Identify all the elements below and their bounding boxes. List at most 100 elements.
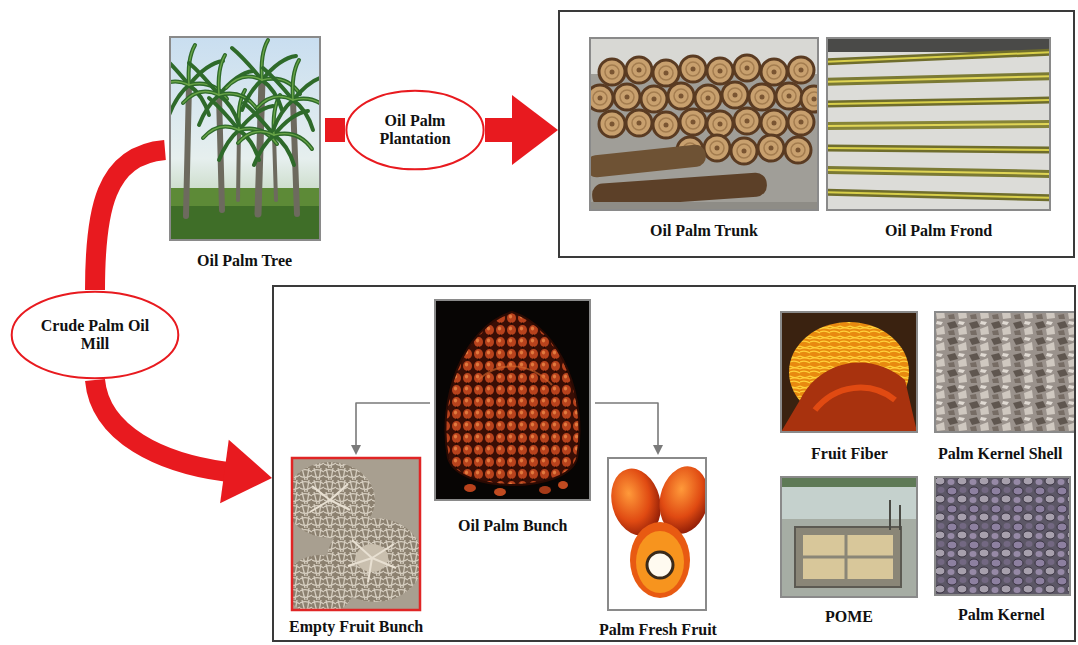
frond-photo (820, 38, 1055, 210)
trunk-photo (590, 38, 818, 210)
trunk-photo (707, 58, 733, 84)
palm-tree-photo (257, 60, 320, 130)
photo-caption: Oil Palm Tree (197, 252, 292, 270)
ellipse-outline (346, 91, 483, 170)
shell-photo (935, 312, 1075, 432)
frond-photo (827, 124, 1050, 126)
photo-caption: Palm Fresh Fruit (599, 621, 717, 639)
fresh-fruit-photo (647, 552, 673, 578)
bunch-photo (539, 486, 551, 494)
trunk-photo (734, 108, 760, 134)
shell-photo (935, 312, 1075, 432)
trunk-photo (722, 82, 748, 108)
photo-caption: Palm Kernel Shell (938, 445, 1062, 463)
trunk-photo (614, 84, 640, 110)
connector-arrow (351, 403, 430, 455)
frond-photo (827, 38, 1050, 210)
bunch-photo (494, 488, 506, 496)
trunk-photo (590, 38, 818, 210)
photo-caption: Oil Palm Frond (885, 222, 992, 240)
pome-photo (781, 477, 917, 597)
photo-card: Empty Fruit Bunch (282, 455, 430, 636)
fresh-fruit-photo (608, 458, 706, 610)
ellipse-outline (10, 290, 180, 380)
efb-photo (292, 458, 420, 610)
photo-caption: Fruit Fiber (811, 445, 888, 463)
connector-line (95, 150, 165, 290)
connector-line (325, 118, 345, 142)
frond-photo (827, 192, 1050, 198)
fiber-photo (781, 363, 917, 432)
trunk-photo (776, 83, 802, 109)
frond-photo (827, 170, 1050, 174)
trunk-photo (734, 55, 760, 81)
fresh-fruit-photo (604, 458, 715, 610)
fiber-photo (781, 312, 917, 432)
trunk-photo (641, 86, 667, 112)
kernel-photo (935, 477, 1070, 595)
trunk-photo (668, 83, 694, 109)
efb-photo (292, 555, 355, 610)
arrow-head (220, 440, 272, 503)
trunk-photo (788, 109, 814, 135)
stage-label: Crude Palm Oil Mill (35, 317, 155, 354)
pome-photo (781, 477, 917, 597)
photo-caption: Palm Kernel (958, 606, 1045, 624)
frond-photo (827, 38, 1050, 52)
trunk-photo (761, 59, 787, 85)
palm-tree-photo (170, 37, 320, 240)
efb-photo (285, 458, 423, 615)
frond-photo (827, 124, 1050, 126)
connector-line (485, 118, 513, 142)
pome-photo (803, 535, 893, 579)
pome-photo (781, 477, 917, 487)
photo-caption: Oil Palm Trunk (650, 222, 758, 240)
trunk-photo (585, 38, 827, 210)
photo-card: Oil Palm Trunk (586, 35, 822, 240)
trunk-photo (731, 138, 757, 164)
flow-arrow (325, 130, 345, 131)
stage-label: Oil Palm Plantation (365, 112, 465, 149)
bunch-photo (478, 366, 552, 385)
pome-photo (890, 500, 900, 530)
fiber-photo (815, 388, 895, 410)
bunch-photo (435, 300, 590, 500)
trunk-photo (749, 84, 775, 110)
trunk-photo (590, 202, 818, 210)
fiber-photo (781, 312, 917, 432)
frond-photo (827, 76, 1050, 82)
trunk-photo (758, 135, 784, 161)
fresh-fruit-photo (630, 522, 690, 598)
trunk-photo (695, 85, 721, 111)
bunch-photo (435, 300, 590, 500)
stage-ellipse: Oil Palm Plantation (345, 89, 485, 171)
fresh-fruit-photo (608, 458, 706, 610)
trunk-photo (704, 135, 730, 161)
kernel-photo (935, 477, 1070, 595)
frond-photo (827, 148, 1050, 150)
photo-card: POME (777, 474, 921, 626)
flow-arrow (95, 380, 272, 503)
frond-photo (827, 100, 1050, 104)
pome-photo (795, 527, 901, 587)
trunk-photo (626, 110, 652, 136)
fiber-photo (781, 312, 917, 432)
frond-photo (827, 192, 1050, 198)
frond-photo (827, 76, 1050, 82)
group-panel: Oil Palm BunchEmpty Fruit BunchPalm Fres… (272, 285, 1076, 642)
fresh-fruit-photo (636, 531, 684, 593)
frond-photo (827, 52, 1050, 62)
palm-tree-photo (183, 55, 257, 125)
connector-line (356, 403, 430, 446)
trunk-photo (653, 112, 679, 138)
trunk-photo (590, 85, 613, 111)
frond-photo (827, 38, 1050, 210)
ellipse-outline (12, 292, 179, 378)
palm-tree-photo (153, 37, 331, 240)
stage-ellipse: Crude Palm Oil Mill (10, 290, 180, 380)
arrow-head (512, 95, 558, 165)
trunk-photo (788, 57, 814, 83)
photo-card: Oil Palm Frond (823, 35, 1054, 240)
bunch-photo (435, 300, 590, 500)
